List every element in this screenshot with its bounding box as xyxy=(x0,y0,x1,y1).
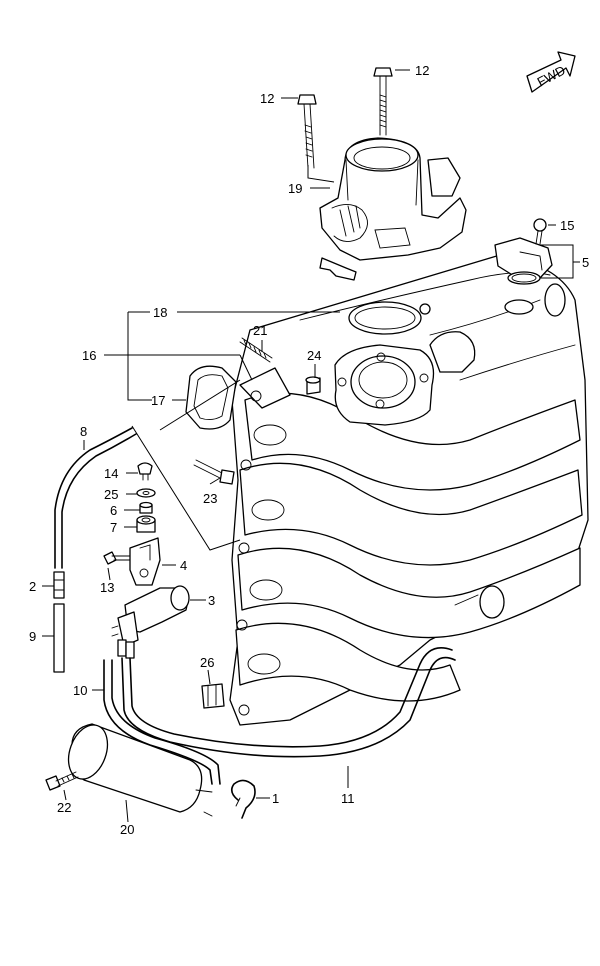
callouts: 12 12 19 15 5 18 21 16 24 17 8 14 25 23 … xyxy=(29,63,589,837)
callout-21: 21 xyxy=(253,323,267,338)
canister-20 xyxy=(67,723,213,817)
valve-3 xyxy=(111,585,190,659)
callout-17: 17 xyxy=(151,393,165,408)
bolt-15 xyxy=(533,218,547,245)
callout-9: 9 xyxy=(29,629,36,644)
callout-2: 2 xyxy=(29,579,36,594)
stud-21 xyxy=(239,337,273,363)
callout-4: 4 xyxy=(180,558,187,573)
intake-manifold xyxy=(229,254,589,726)
callout-25: 25 xyxy=(104,487,118,502)
callout-24: 24 xyxy=(307,348,321,363)
bolt-23 xyxy=(193,459,235,485)
hose-8 xyxy=(54,427,137,569)
callout-7: 7 xyxy=(110,520,117,535)
screw-14 xyxy=(137,462,153,481)
callout-3: 3 xyxy=(208,593,215,608)
callout-10: 10 xyxy=(73,683,87,698)
clip-26 xyxy=(201,683,225,709)
callout-5: 5 xyxy=(582,255,589,270)
hose-9 xyxy=(53,603,65,673)
callout-18: 18 xyxy=(153,305,167,320)
grommet-6 xyxy=(139,501,153,514)
callout-20: 20 xyxy=(120,822,134,837)
grommet-7 xyxy=(136,515,156,533)
callout-16: 16 xyxy=(82,348,96,363)
collar-24 xyxy=(305,376,321,395)
clamp-1 xyxy=(230,779,256,819)
screw-13 xyxy=(103,551,131,565)
washer-25 xyxy=(136,488,156,498)
bolt-12-right xyxy=(373,67,393,136)
callout-6: 6 xyxy=(110,503,117,518)
callout-14: 14 xyxy=(104,466,118,481)
hose-11 xyxy=(121,647,456,758)
fwd-label: FWD xyxy=(535,62,568,89)
callout-22: 22 xyxy=(57,800,71,815)
callout-26: 26 xyxy=(200,655,214,670)
callout-8: 8 xyxy=(80,424,87,439)
callout-23: 23 xyxy=(203,491,217,506)
callout-1: 1 xyxy=(272,791,279,806)
callout-12-left: 12 xyxy=(260,91,274,106)
callout-19: 19 xyxy=(288,181,302,196)
throttle-body xyxy=(319,137,467,281)
gasket-18 xyxy=(348,301,431,335)
bracket-4 xyxy=(129,537,161,586)
callout-13: 13 xyxy=(100,580,114,595)
fwd-arrow-icon: FWD xyxy=(526,51,576,93)
bolt-22 xyxy=(45,771,79,791)
connector-2 xyxy=(53,571,65,599)
bolt-12-left xyxy=(297,94,317,169)
callout-12-right: 12 xyxy=(415,63,429,78)
leader-lines xyxy=(42,69,580,823)
callout-15: 15 xyxy=(560,218,574,233)
callout-11: 11 xyxy=(341,791,355,806)
